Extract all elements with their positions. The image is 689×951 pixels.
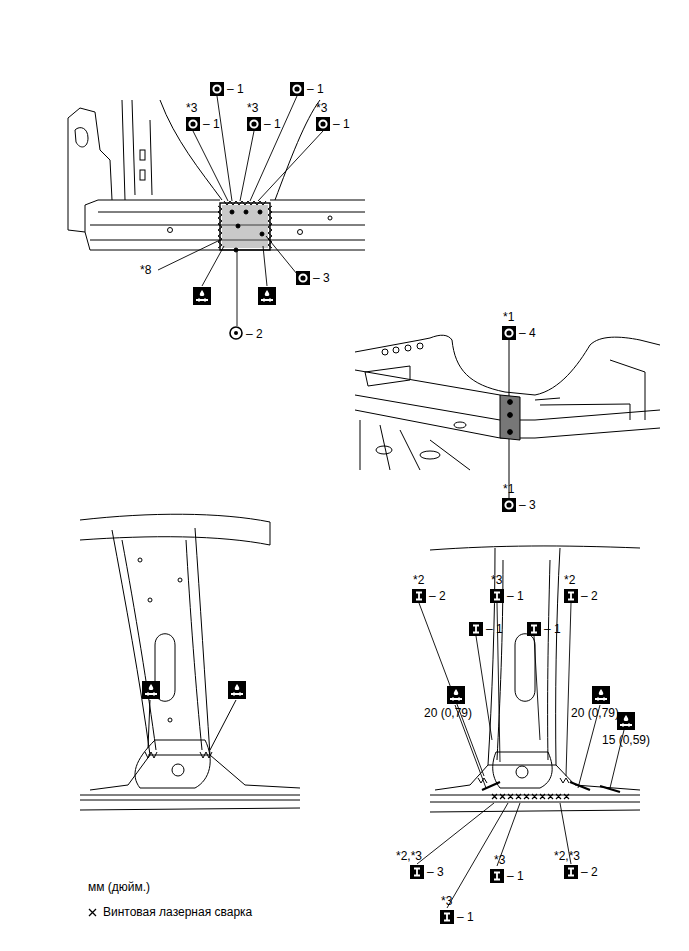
callout-label: *3 xyxy=(441,894,452,908)
callout-label: – 2 xyxy=(246,327,263,341)
callout-label: – 1 xyxy=(333,117,350,131)
callout-label: – 2 xyxy=(581,865,598,879)
callout-label: – 2 xyxy=(581,589,598,603)
callout-label: *3 xyxy=(491,573,502,587)
callout-label: – 4 xyxy=(519,326,536,340)
callout-label: – 1 xyxy=(507,589,524,603)
callout-label: – 1 xyxy=(507,869,524,883)
callout-label: *3 xyxy=(494,853,505,867)
pillar-weld-drawing xyxy=(417,546,640,908)
legend-note: мм (дюйм.) xyxy=(88,880,150,894)
callout-label: – 1 xyxy=(203,117,220,131)
callout-label: *1 xyxy=(503,310,514,324)
laser-weld-symbol xyxy=(89,909,96,916)
rocker-drawing xyxy=(68,100,365,252)
callout-label: *2,*3 xyxy=(396,849,422,863)
callout-label: *8 xyxy=(140,263,151,277)
callout-label: – 1 xyxy=(486,622,503,636)
callout-label: – 3 xyxy=(313,271,330,285)
callout-label: – 3 xyxy=(427,865,444,879)
callout-label: – 1 xyxy=(544,622,561,636)
callout-label: – 1 xyxy=(457,910,474,924)
callout-label: *3 xyxy=(247,101,258,115)
callout-label: 20 (0,79) xyxy=(571,706,619,720)
legend-note: Винтовая лазерная сварка xyxy=(103,905,252,919)
callout-label: 20 (0,79) xyxy=(424,706,472,720)
callout-label: *2 xyxy=(413,573,424,587)
callout-label: *1 xyxy=(503,482,514,496)
callout-label: *3 xyxy=(316,101,327,115)
callout-label: – 2 xyxy=(429,589,446,603)
callout-label: – 1 xyxy=(264,117,281,131)
floor-drawing xyxy=(355,335,660,512)
callout-label: 15 (0,59) xyxy=(602,733,650,747)
callout-label: *2,*3 xyxy=(554,849,580,863)
callout-label: – 3 xyxy=(519,498,536,512)
pillar-drawing xyxy=(80,514,300,810)
leader-lines xyxy=(158,96,323,326)
callout-label: – 1 xyxy=(307,82,324,96)
callout-label: – 1 xyxy=(227,82,244,96)
callout-label: *3 xyxy=(186,101,197,115)
callout-label: *2 xyxy=(564,573,575,587)
